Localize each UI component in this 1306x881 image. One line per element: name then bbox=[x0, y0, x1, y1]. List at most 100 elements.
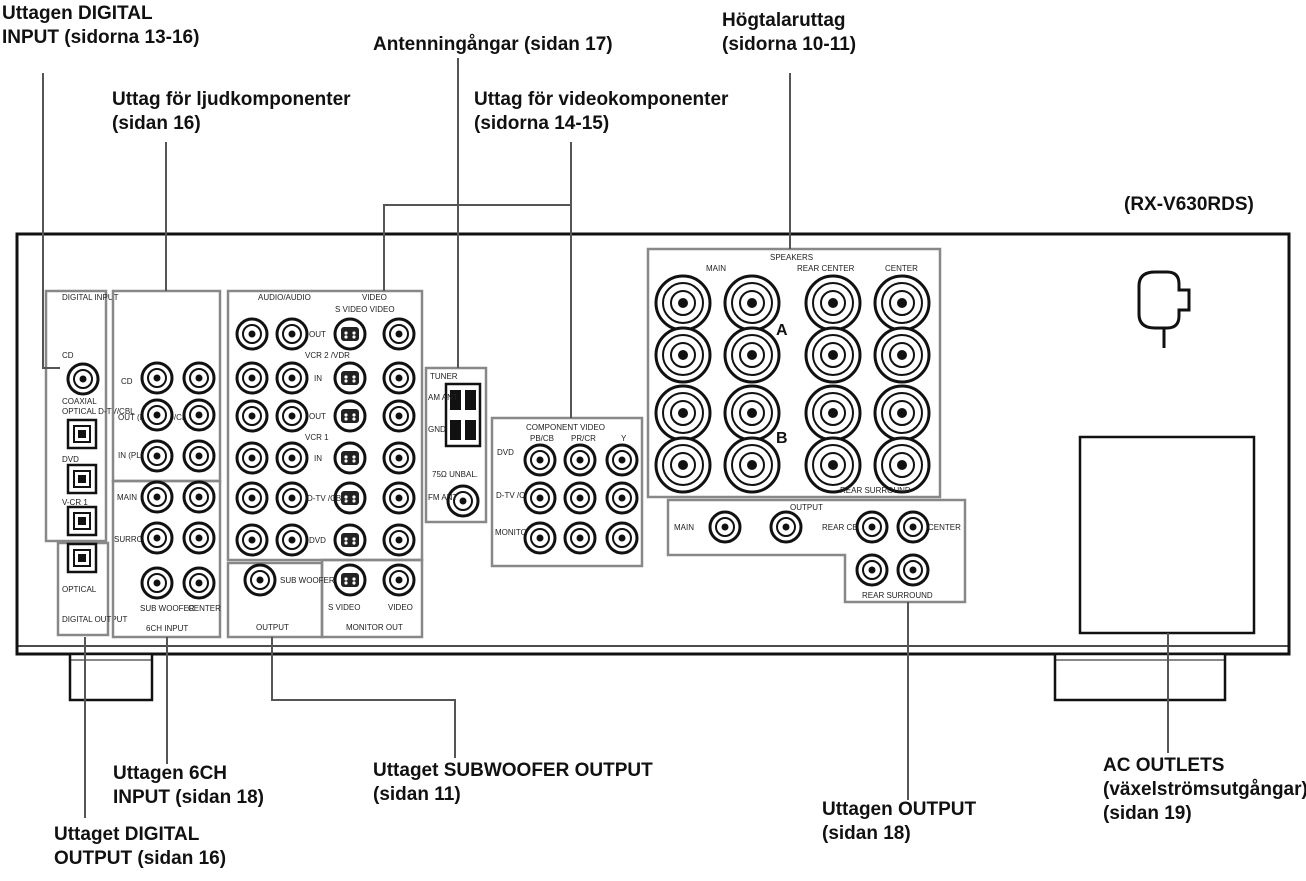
jack-cv-pr-mon[interactable] bbox=[563, 521, 597, 555]
jack-out-rear-surround-r[interactable] bbox=[855, 553, 889, 587]
terminal-main-r-a-pos[interactable] bbox=[654, 274, 712, 332]
jack-video-monitor[interactable] bbox=[382, 563, 416, 597]
jack-cv-y-1[interactable] bbox=[605, 443, 639, 477]
jack-s-video-4[interactable] bbox=[333, 441, 367, 475]
callout-audio-components: Uttag för ljudkomponenter (sidan 16) bbox=[112, 89, 351, 134]
jack-av-l6[interactable] bbox=[275, 523, 309, 557]
jack-cv-y-mon[interactable] bbox=[605, 521, 639, 555]
jack-coaxial-cd[interactable] bbox=[66, 362, 100, 396]
jack-s-video-3[interactable] bbox=[333, 399, 367, 433]
panel-label-sp-main: MAIN bbox=[706, 264, 726, 273]
jack-out-rear-surround-l[interactable] bbox=[896, 553, 930, 587]
jack-out-main-r[interactable] bbox=[708, 510, 742, 544]
jack-video-4[interactable] bbox=[382, 441, 416, 475]
terminal-main-r-a-neg[interactable] bbox=[654, 326, 712, 384]
jack-av-r1[interactable] bbox=[235, 317, 269, 351]
jack-video-5[interactable] bbox=[382, 481, 416, 515]
terminal-rear-center-pos[interactable] bbox=[804, 274, 862, 332]
terminal-main-l-a-neg[interactable] bbox=[723, 326, 781, 384]
jack-audio-cd-r[interactable] bbox=[182, 361, 216, 395]
jack-out-center[interactable] bbox=[896, 510, 930, 544]
jack-cv-pb-2[interactable] bbox=[523, 481, 557, 515]
jack-s-video-1[interactable] bbox=[333, 317, 367, 351]
terminal-center-neg[interactable] bbox=[873, 326, 931, 384]
jack-audio-play-r[interactable] bbox=[182, 439, 216, 473]
panel-label-a: A bbox=[776, 322, 788, 339]
panel-label-main: MAIN bbox=[117, 493, 137, 502]
jack-av-r2[interactable] bbox=[235, 361, 269, 395]
jack-audio-rec-l[interactable] bbox=[140, 398, 174, 432]
av-input-section: AUDIO/AUDIO VIDEO S VIDEO VIDEO OUT VCR … bbox=[226, 289, 424, 639]
jack-s-video-2[interactable] bbox=[333, 361, 367, 395]
panel-label-in1: IN bbox=[314, 374, 322, 383]
panel-label-video: VIDEO bbox=[362, 293, 387, 302]
output-section: OUTPUT MAIN REAR CENTER CENTER REAR SURR… bbox=[666, 498, 967, 604]
jack-6ch-main-l[interactable] bbox=[140, 480, 174, 514]
jack-audio-rec-r[interactable] bbox=[182, 398, 216, 432]
jack-cv-pr-2[interactable] bbox=[563, 481, 597, 515]
panel-label-video-mon: VIDEO bbox=[388, 603, 413, 612]
terminal-rear-center-neg[interactable] bbox=[804, 326, 862, 384]
panel-label-s-video-video: S VIDEO VIDEO bbox=[335, 305, 395, 314]
terminal-main-r-b-pos[interactable] bbox=[654, 436, 712, 494]
jack-optical-vcr1[interactable] bbox=[66, 505, 98, 537]
jack-av-r5[interactable] bbox=[235, 481, 269, 515]
jack-optical-dtv[interactable] bbox=[66, 418, 98, 450]
jack-video-1[interactable] bbox=[382, 317, 416, 351]
terminal-rear-surround-r-neg[interactable] bbox=[804, 384, 862, 442]
jack-6ch-surround-r[interactable] bbox=[182, 521, 216, 555]
jack-cv-pr-1[interactable] bbox=[563, 443, 597, 477]
panel-label-cd: CD bbox=[62, 351, 74, 360]
terminal-main-l-b-pos[interactable] bbox=[723, 436, 781, 494]
leader-lines bbox=[42, 58, 1169, 818]
jack-av-l1[interactable] bbox=[275, 317, 309, 351]
jack-out-main-l[interactable] bbox=[769, 510, 803, 544]
jack-av-l3[interactable] bbox=[275, 399, 309, 433]
jack-subwoofer-out[interactable] bbox=[243, 563, 277, 597]
jack-av-r4[interactable] bbox=[235, 441, 269, 475]
panel-label-dvd-opt: DVD bbox=[62, 455, 79, 464]
panel-label-center: CENTER bbox=[188, 604, 221, 613]
panel-label-monitor-out-cv: MONITOR OUT bbox=[495, 528, 552, 537]
jack-av-l4[interactable] bbox=[275, 441, 309, 475]
panel-label-out1: OUT bbox=[309, 330, 326, 339]
jack-video-2[interactable] bbox=[382, 361, 416, 395]
panel-label-sub-woofer-out: SUB WOOFER bbox=[280, 576, 335, 585]
terminal-center-pos[interactable] bbox=[873, 274, 931, 332]
jack-video-3[interactable] bbox=[382, 399, 416, 433]
power-cord-icon bbox=[1137, 270, 1191, 348]
jack-cv-pb-mon[interactable] bbox=[523, 521, 557, 555]
terminal-main-l-b-neg[interactable] bbox=[723, 384, 781, 442]
jack-6ch-surround-l[interactable] bbox=[140, 521, 174, 555]
jack-cv-pb-1[interactable] bbox=[523, 443, 557, 477]
terminal-main-l-a-pos[interactable] bbox=[723, 274, 781, 332]
panel-label-rear-surround: REAR SURROUND bbox=[840, 486, 911, 495]
jack-audio-cd-l[interactable] bbox=[140, 361, 174, 395]
jack-av-r3[interactable] bbox=[235, 399, 269, 433]
component-video-section: COMPONENT VIDEO PB/CB PR/CR Y DVD D-TV /… bbox=[490, 416, 644, 568]
panel-label-out-rear-surround: REAR SURROUND bbox=[862, 591, 933, 600]
terminal-rear-surround-l-neg[interactable] bbox=[873, 384, 931, 442]
jack-6ch-subwoofer[interactable] bbox=[140, 566, 174, 600]
callout-6ch-input: Uttagen 6CH INPUT (sidan 18) bbox=[113, 763, 264, 808]
jack-av-l5[interactable] bbox=[275, 481, 309, 515]
jack-6ch-main-r[interactable] bbox=[182, 480, 216, 514]
jack-av-r6[interactable] bbox=[235, 523, 269, 557]
panel-label-optical: OPTICAL bbox=[62, 585, 97, 594]
terminal-rear-surround-l-pos[interactable] bbox=[873, 436, 931, 494]
jack-video-6[interactable] bbox=[382, 523, 416, 557]
panel-label-output: OUTPUT bbox=[256, 623, 289, 632]
terminal-rear-surround-r-pos[interactable] bbox=[804, 436, 862, 494]
jack-cv-y-2[interactable] bbox=[605, 481, 639, 515]
jack-s-video-6[interactable] bbox=[333, 523, 367, 557]
terminal-main-r-b-neg[interactable] bbox=[654, 384, 712, 442]
jack-optical-dvd[interactable] bbox=[66, 463, 98, 495]
ac-outlet-box[interactable] bbox=[1078, 435, 1256, 635]
jack-s-video-monitor[interactable] bbox=[333, 563, 367, 597]
jack-av-l2[interactable] bbox=[275, 361, 309, 395]
jack-audio-play-l[interactable] bbox=[140, 439, 174, 473]
jack-optical-output[interactable] bbox=[66, 542, 98, 574]
jack-out-rear-center[interactable] bbox=[855, 510, 889, 544]
jack-6ch-center[interactable] bbox=[182, 566, 216, 600]
